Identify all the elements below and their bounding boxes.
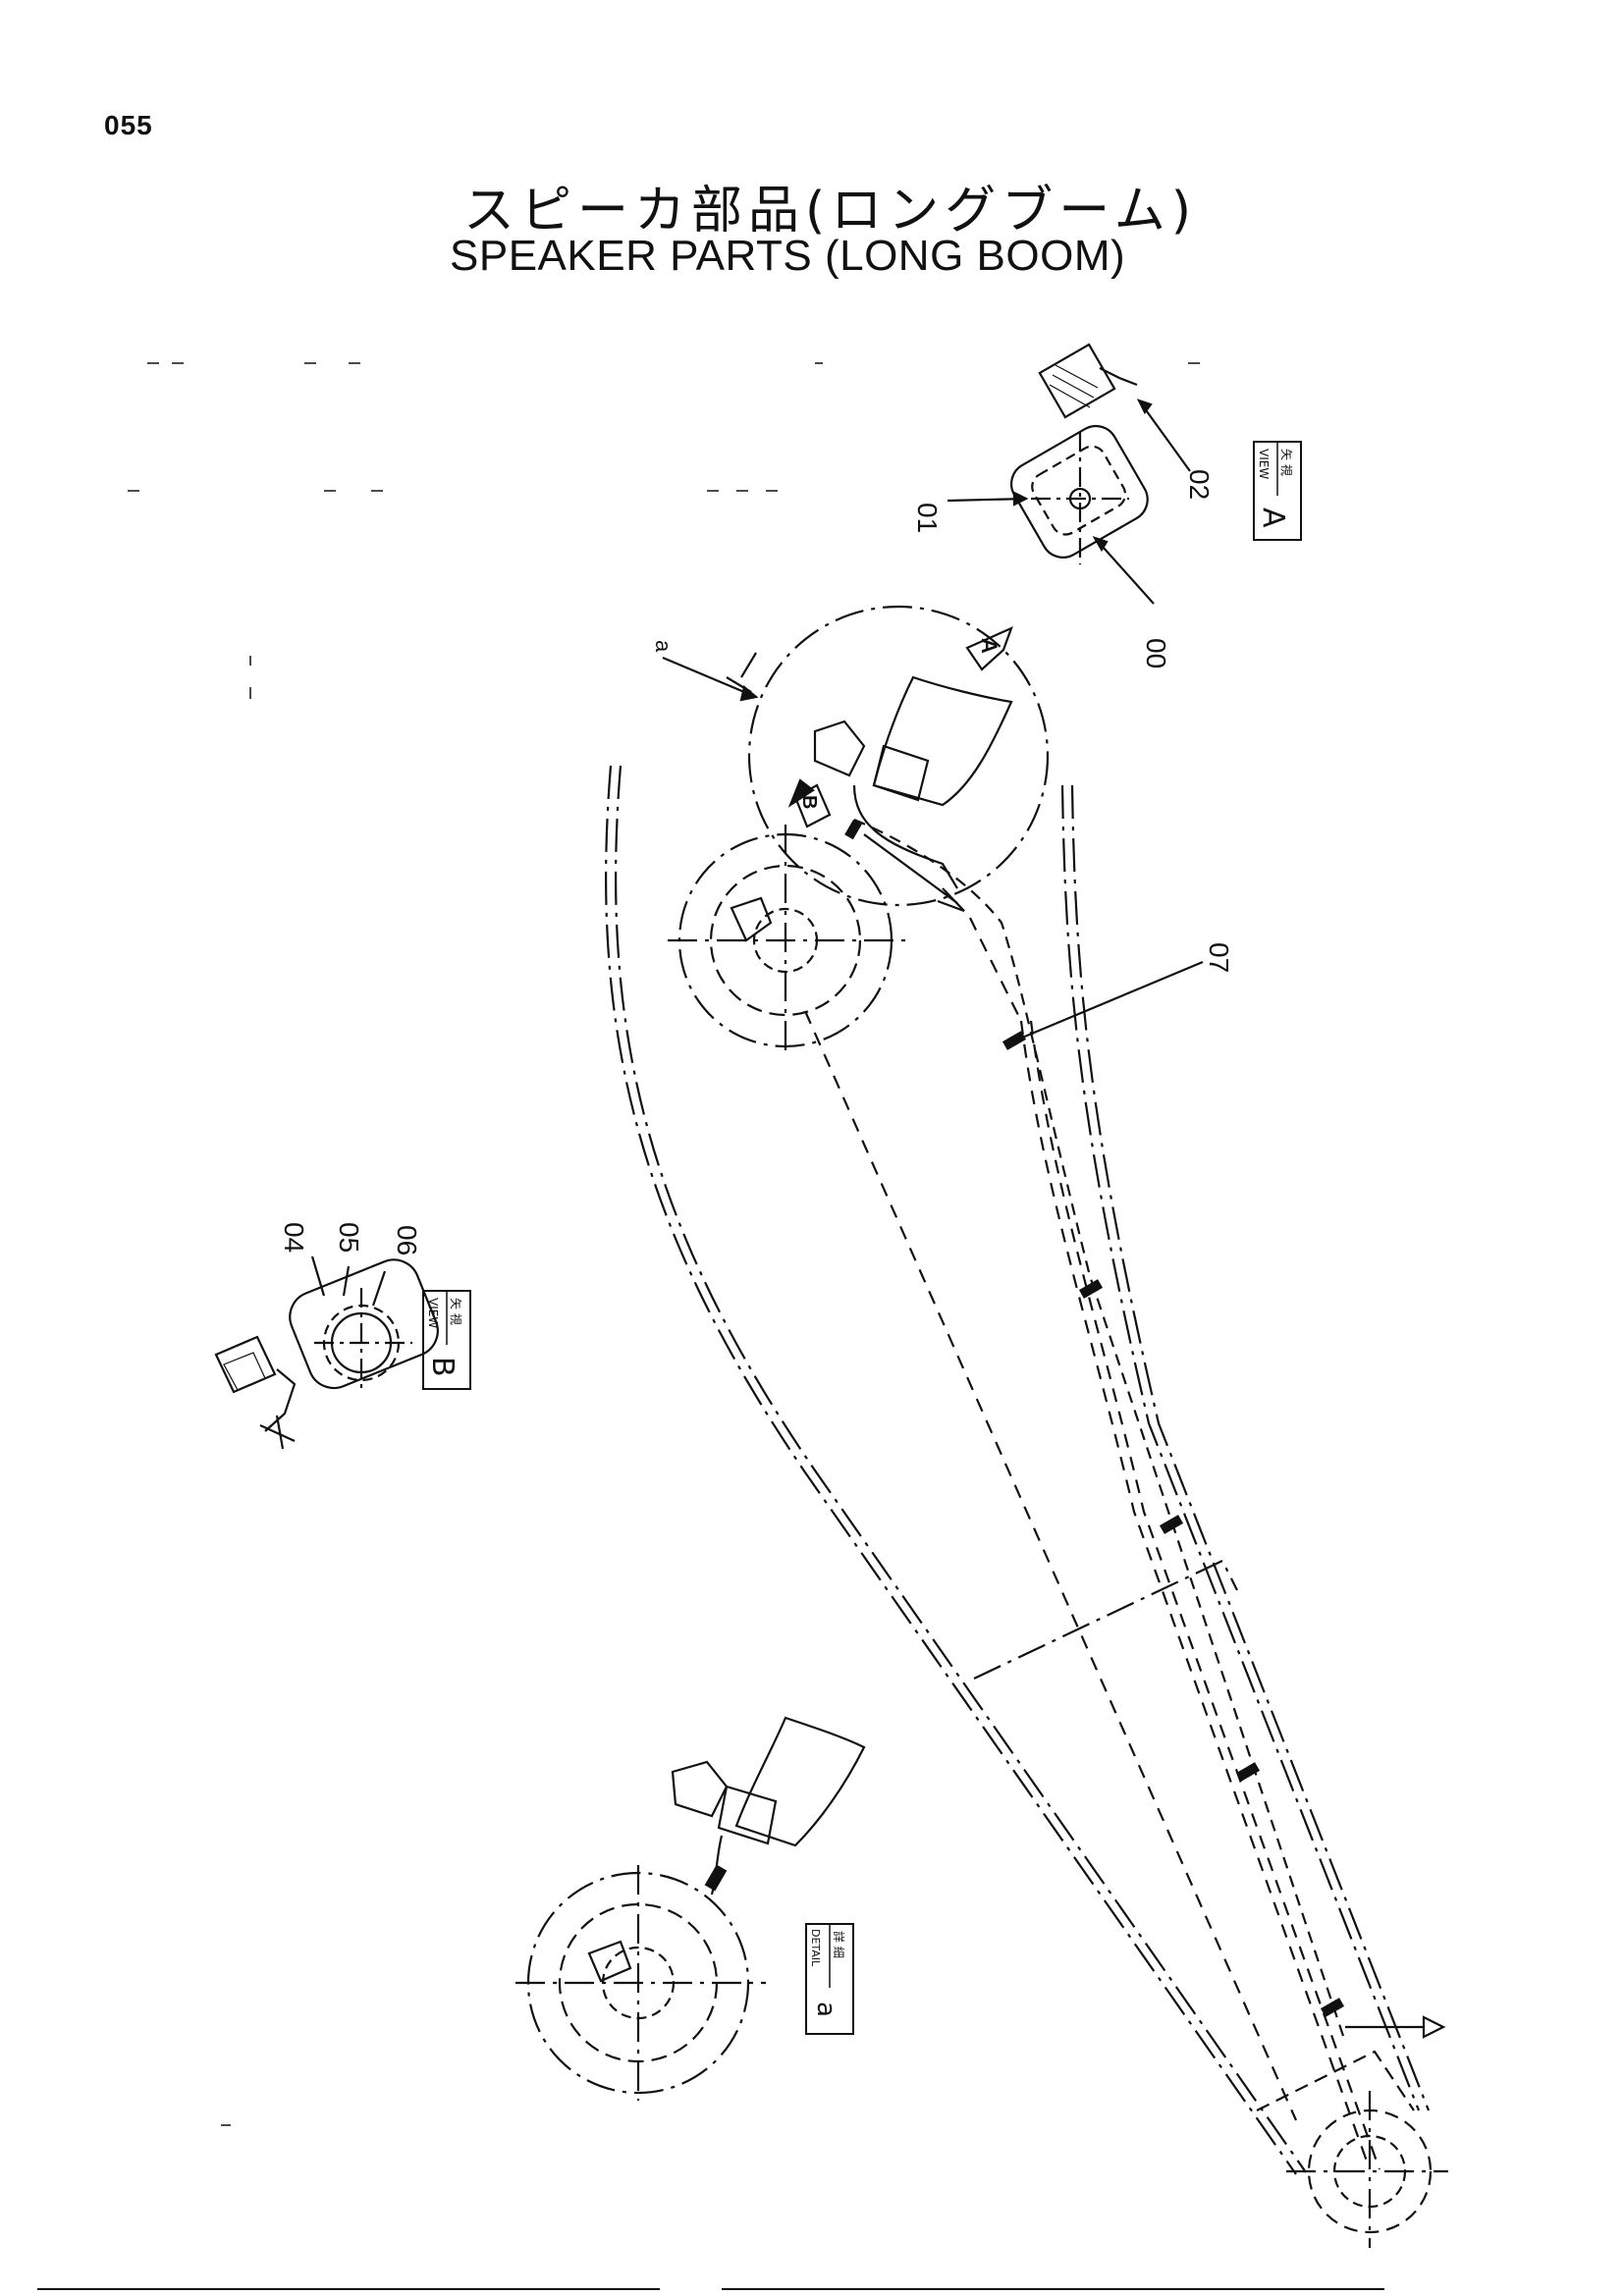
- detail-a-drawing: [515, 1716, 866, 2101]
- leader-04: [310, 1255, 326, 1297]
- arrow-b-marker: [787, 778, 832, 828]
- detail-a-tag: 詳 細 DETAIL a: [805, 1923, 854, 2035]
- label-07: 07: [1204, 942, 1234, 973]
- label-05: 05: [334, 1222, 364, 1253]
- svg-text:矢 視: 矢 視: [449, 1298, 463, 1325]
- detail-circle-a: [726, 605, 1050, 907]
- svg-text:VIEW: VIEW: [1257, 449, 1271, 479]
- boom-top-pivot: [668, 825, 913, 1055]
- svg-text:詳 細: 詳 細: [832, 1931, 846, 1958]
- label-a: a: [651, 640, 676, 653]
- arrow-a-marker: [965, 625, 1013, 671]
- label-02: 02: [1184, 469, 1215, 500]
- cable-clamps: [844, 819, 1345, 2017]
- label-01: 01: [912, 503, 943, 533]
- stray-marks: [128, 362, 1200, 2126]
- boom-outline: [605, 765, 1431, 2175]
- page-number: 055: [104, 110, 153, 140]
- view-b-tag: 矢 視 VIEW B: [422, 1290, 471, 1390]
- leader-a: [662, 656, 757, 699]
- speaker-cable: [853, 818, 1347, 2043]
- arrow-a-letter: A: [977, 638, 1001, 654]
- label-04: 04: [279, 1222, 309, 1253]
- svg-text:a: a: [811, 2002, 840, 2017]
- view-a-tag: 矢 視 VIEW A: [1253, 441, 1302, 541]
- title-japanese: スピーカ部品(ロングブーム): [463, 182, 1198, 240]
- view-a-speaker: [1009, 343, 1149, 564]
- leader-00: [1094, 537, 1155, 605]
- boom-foot-pivot: [1256, 2050, 1448, 2248]
- arrow-diagonal: [863, 833, 965, 913]
- label-00: 00: [1141, 638, 1171, 668]
- svg-text:B: B: [425, 1357, 460, 1377]
- boom-inner-lines: [803, 917, 1381, 2170]
- title-english: SPEAKER PARTS (LONG BOOM): [450, 232, 1126, 280]
- cable-exit-arrow: [1345, 2015, 1446, 2039]
- svg-text:VIEW: VIEW: [426, 1298, 440, 1328]
- svg-text:矢 視: 矢 視: [1279, 449, 1294, 476]
- leader-02: [1138, 400, 1191, 472]
- leader-05: [342, 1265, 351, 1297]
- svg-text:DETAIL: DETAIL: [809, 1929, 822, 1967]
- view-b-speaker: [214, 1258, 439, 1450]
- boom-cross-section: [973, 1559, 1238, 1680]
- leader-07: [1014, 960, 1204, 1042]
- leader-06: [371, 1270, 387, 1307]
- svg-text:A: A: [1256, 507, 1290, 528]
- arrow-b-letter: B: [798, 795, 820, 809]
- leader-01: [947, 497, 1027, 503]
- label-06: 06: [392, 1225, 422, 1255]
